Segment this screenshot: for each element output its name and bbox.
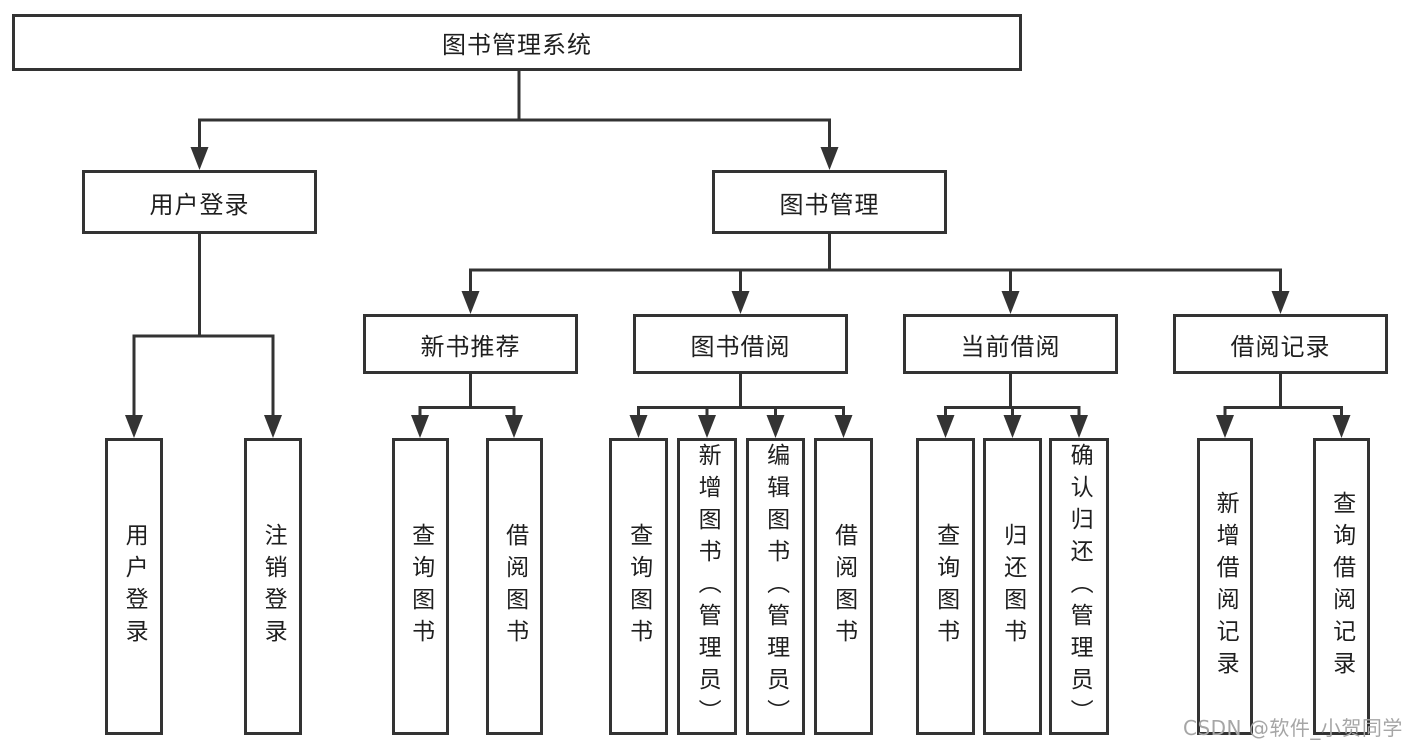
arrow-down-icon <box>1003 415 1022 438</box>
leaf-records-query: 查询借阅记录 <box>1313 438 1370 735</box>
connector-lines <box>637 374 845 416</box>
arrow-down-icon <box>190 147 209 170</box>
leaf-current-query: 查询图书 <box>916 438 975 735</box>
connector-borrow-records-children <box>1216 374 1351 438</box>
leaf-borrow-add-admin-label: 新增图书（管理员） <box>694 442 721 731</box>
leaf-newbooks-query-label: 查询图书 <box>407 522 434 651</box>
arrow-down-icon <box>698 415 716 438</box>
arrow-down-icon <box>731 291 750 314</box>
leaf-user-login: 用户登录 <box>105 438 163 735</box>
arrow-down-icon <box>820 147 839 170</box>
leaf-records-add-label: 新增借阅记录 <box>1212 490 1239 683</box>
leaf-current-return: 归还图书 <box>983 438 1042 735</box>
leaf-newbooks-borrow: 借阅图书 <box>486 438 543 735</box>
leaf-borrow-query-label: 查询图书 <box>625 522 652 651</box>
leaf-borrow-add-admin: 新增图书（管理员） <box>677 438 737 735</box>
node-book-borrowing-label: 图书借阅 <box>690 332 791 361</box>
leaf-current-confirm-admin: 确认归还（管理员） <box>1049 438 1109 735</box>
arrow-down-icon <box>461 291 480 314</box>
connector-user-login-children <box>125 234 282 438</box>
connector-lines <box>469 233 1282 293</box>
node-book-management-label: 图书管理 <box>779 190 880 219</box>
leaf-newbooks-borrow-label: 借阅图书 <box>501 522 528 651</box>
connector-lines <box>132 234 275 415</box>
arrow-down-icon <box>936 415 955 438</box>
node-borrowing-records: 借阅记录 <box>1173 314 1388 374</box>
leaf-current-query-label: 查询图书 <box>932 522 959 651</box>
arrow-down-icon <box>1001 291 1020 314</box>
leaf-records-query-label: 查询借阅记录 <box>1328 490 1355 683</box>
arrow-down-icon <box>264 415 282 438</box>
leaf-borrow-edit-admin-label: 编辑图书（管理员） <box>762 442 789 731</box>
arrow-down-icon <box>834 415 853 438</box>
leaf-borrow-edit-admin: 编辑图书（管理员） <box>746 438 805 735</box>
leaf-current-return-label: 归还图书 <box>999 522 1026 651</box>
connector-lines <box>198 71 831 150</box>
connector-book-mgmt-children <box>461 233 1290 314</box>
node-user-login-label: 用户登录 <box>149 190 250 219</box>
arrow-down-icon <box>505 415 523 438</box>
node-book-borrowing: 图书借阅 <box>633 314 848 374</box>
leaf-logout-label: 注销登录 <box>260 522 287 651</box>
arrow-down-icon <box>629 415 648 438</box>
node-new-book-recommend: 新书推荐 <box>363 314 578 374</box>
node-borrowing-records-label: 借阅记录 <box>1230 332 1331 361</box>
connector-lines <box>1223 374 1343 416</box>
arrow-down-icon <box>411 415 429 438</box>
arrow-down-icon <box>1332 415 1351 438</box>
leaf-newbooks-query: 查询图书 <box>392 438 449 735</box>
arrow-down-icon <box>1271 291 1290 314</box>
arrow-down-icon <box>125 415 143 438</box>
connector-current-borrow-children <box>936 374 1088 438</box>
node-current-borrowing-label: 当前借阅 <box>960 332 1061 361</box>
arrow-down-icon <box>766 415 785 438</box>
arrow-down-icon <box>1216 415 1234 438</box>
connector-root-to-level2 <box>190 71 839 170</box>
connector-new-books-children <box>411 374 523 438</box>
connector-lines <box>944 374 1081 416</box>
leaf-records-add: 新增借阅记录 <box>1197 438 1253 735</box>
leaf-borrow-query: 查询图书 <box>609 438 668 735</box>
node-root: 图书管理系统 <box>12 14 1022 71</box>
leaf-borrow-borrow-label: 借阅图书 <box>830 522 857 651</box>
node-book-management: 图书管理 <box>712 170 947 234</box>
csdn-watermark: CSDN @软件_小贺同学 <box>1183 716 1403 740</box>
leaf-borrow-borrow: 借阅图书 <box>814 438 873 735</box>
node-user-login: 用户登录 <box>82 170 317 234</box>
connector-book-borrow-children <box>629 374 853 438</box>
leaf-user-login-label: 用户登录 <box>121 522 148 651</box>
leaf-logout: 注销登录 <box>244 438 302 735</box>
node-new-book-recommend-label: 新书推荐 <box>420 332 521 361</box>
leaf-current-confirm-admin-label: 确认归还（管理员） <box>1066 442 1093 731</box>
node-root-label: 图书管理系统 <box>442 31 592 59</box>
connector-lines <box>418 374 516 416</box>
arrow-down-icon <box>1070 415 1088 438</box>
node-current-borrowing: 当前借阅 <box>903 314 1118 374</box>
